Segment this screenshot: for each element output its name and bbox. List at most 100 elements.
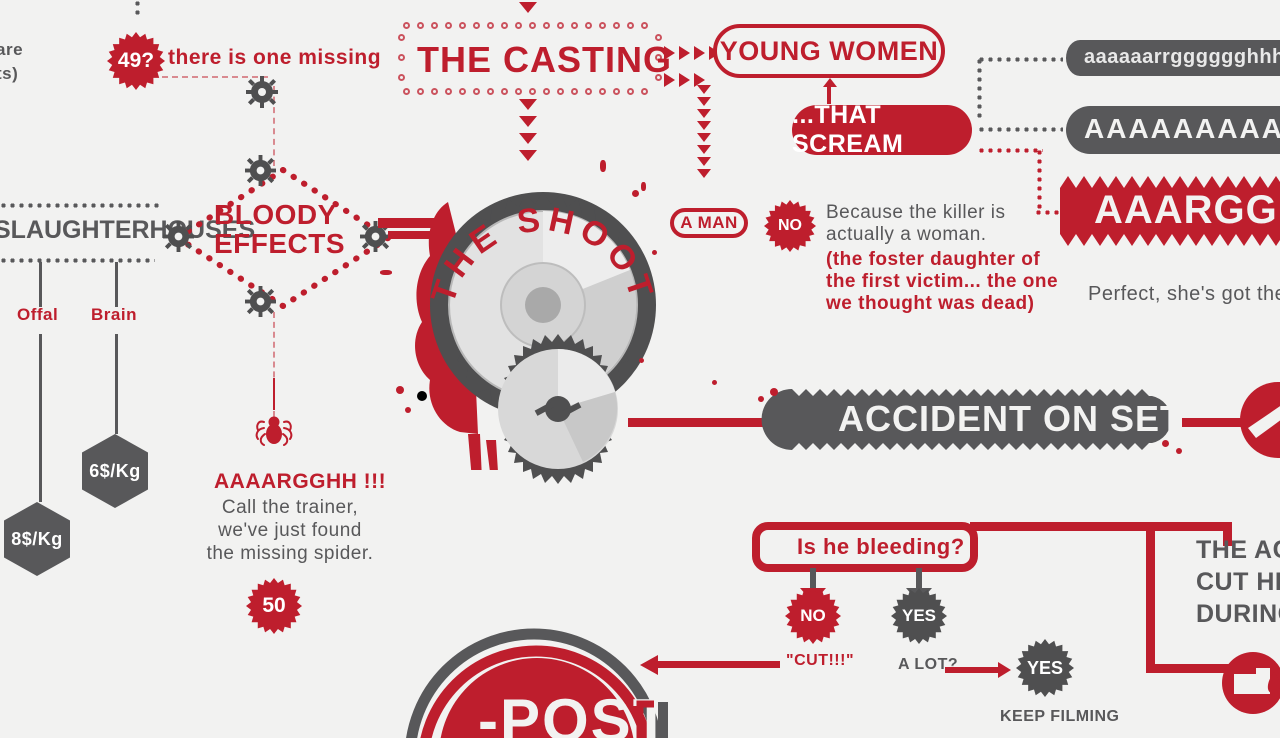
post-arrow-shaft bbox=[656, 661, 780, 668]
saw-blade-small bbox=[498, 334, 618, 484]
chevron-right-icon bbox=[694, 46, 705, 60]
slaughterhouses-top-border bbox=[0, 203, 162, 208]
badge-no-bleeding-label: NO bbox=[800, 606, 826, 625]
offal-stem-upper bbox=[39, 262, 42, 307]
bulb bbox=[599, 22, 606, 29]
clipped-left-text: are ts) bbox=[0, 38, 23, 86]
blood-splatter bbox=[380, 270, 392, 275]
bulb bbox=[613, 22, 620, 29]
chevron-down-icon bbox=[519, 133, 537, 144]
bulb bbox=[585, 22, 592, 29]
slaughterhouses-bottom-border bbox=[0, 258, 155, 263]
blood-splatter bbox=[758, 396, 764, 402]
dash-to-spider bbox=[273, 312, 275, 417]
bulb bbox=[398, 34, 405, 41]
chevron-right-icon bbox=[664, 46, 675, 60]
bloody-effects-line2: EFFECTS bbox=[214, 228, 346, 259]
a-lot-arrow-shaft bbox=[945, 667, 1001, 673]
bulb bbox=[543, 22, 550, 29]
bulb bbox=[585, 88, 592, 95]
bulb bbox=[473, 22, 480, 29]
spider-note-line2: we've just found bbox=[218, 520, 362, 541]
bloody-effects-title: BLOODY EFFECTS bbox=[214, 200, 345, 258]
bulb bbox=[613, 88, 620, 95]
spider-icon bbox=[255, 416, 293, 446]
bulb bbox=[417, 88, 424, 95]
bulb bbox=[459, 88, 466, 95]
no-reason-red-line2: the first victim... the one bbox=[826, 271, 1059, 292]
bulb bbox=[403, 22, 410, 29]
badge-50: 50 bbox=[246, 578, 302, 634]
brain-stem-upper bbox=[115, 262, 118, 307]
no-reason-line2: actually a woman. bbox=[826, 224, 987, 245]
scream-medium-label: AAAAAAAAAAAAAA bbox=[1084, 113, 1280, 144]
scream-weak-label: aaaaaarrgggggghhhhhhhh bbox=[1084, 46, 1280, 68]
bulb bbox=[501, 88, 508, 95]
bulb bbox=[403, 88, 410, 95]
casting-bulbs-left bbox=[398, 34, 405, 81]
dot-scream-strong-riser bbox=[1037, 148, 1042, 212]
blade-slash-icon bbox=[1248, 406, 1280, 438]
dot-scream-to-weak bbox=[977, 57, 1063, 62]
a-lot-label: A LOT? bbox=[898, 656, 959, 673]
bloody-effects-line1: BLOODY bbox=[214, 199, 337, 230]
actor-incident-line3: DURING A bbox=[1196, 600, 1280, 628]
bloody-effects-diamond bbox=[175, 167, 391, 309]
no-reason-line1: Because the killer is bbox=[826, 202, 1006, 223]
bulb bbox=[487, 88, 494, 95]
chevron-down-icon bbox=[519, 150, 537, 161]
accident-banner-label: ACCIDENT ON SET bbox=[838, 398, 1184, 439]
dot-scream-to-strong bbox=[977, 148, 1043, 153]
blood-splatter bbox=[600, 160, 606, 172]
gear-icon-diamond-bottom bbox=[245, 286, 276, 317]
blood-splatter bbox=[652, 250, 657, 255]
bulb bbox=[417, 22, 424, 29]
scream-strong-label: AAARGGHH bbox=[1094, 188, 1280, 232]
casting-arrow-young-women bbox=[664, 46, 720, 60]
bulb bbox=[459, 22, 466, 29]
dot-scream-weak-riser bbox=[977, 57, 982, 119]
chevron-down-icon bbox=[697, 109, 711, 118]
bulb bbox=[599, 88, 606, 95]
badge-yes-keep-filming-label: YES bbox=[1026, 657, 1064, 678]
chevron-right-icon bbox=[679, 46, 690, 60]
bulb bbox=[515, 22, 522, 29]
gear-icon-diamond-top bbox=[245, 155, 276, 186]
chevron-right-icon bbox=[664, 73, 675, 87]
casting-bulbs-right bbox=[655, 34, 662, 81]
no-reason-red-line1: (the foster daughter of bbox=[826, 249, 1041, 270]
badge-49-note: there is one missing bbox=[168, 46, 382, 69]
a-man-pill[interactable]: A MAN bbox=[670, 208, 748, 238]
actor-incident-line1: THE ACTOR bbox=[1196, 536, 1280, 564]
blood-streak-shoot-left bbox=[378, 218, 438, 228]
badge-no-casting: NO bbox=[764, 200, 816, 252]
bulb bbox=[473, 88, 480, 95]
chevron-down-icon bbox=[697, 133, 711, 142]
offal-price: 8$/Kg bbox=[11, 528, 63, 549]
bulb bbox=[571, 88, 578, 95]
cut-label: "CUT!!!" bbox=[786, 652, 855, 669]
bleeding-question-box[interactable] bbox=[752, 522, 978, 572]
bulb bbox=[529, 88, 536, 95]
scream-medium-banner: AAAAAAAAAAAAAA bbox=[1066, 106, 1280, 154]
young-women-pill[interactable]: YOUNG WOMEN bbox=[713, 24, 945, 78]
blood-splatter bbox=[1176, 448, 1182, 454]
casting-arrow-out bbox=[519, 99, 537, 161]
chevron-right-icon bbox=[694, 73, 705, 87]
no-reason-red-line3: we thought was dead) bbox=[826, 293, 1035, 314]
scream-strong-banner bbox=[1060, 176, 1280, 246]
chevron-down-icon bbox=[519, 99, 537, 110]
dash-49-to-gear bbox=[162, 76, 268, 78]
clipped-left-red-fragment bbox=[0, 0, 8, 23]
slaughterhouses-label: SLAUGHTERHOUSES bbox=[0, 216, 256, 244]
spider-note-line1: Call the trainer, bbox=[221, 497, 359, 518]
offal-label: Offal bbox=[17, 305, 59, 324]
that-scream-pill[interactable]: ...THAT SCREAM bbox=[792, 101, 972, 158]
bleeding-rail-right-down bbox=[1146, 522, 1155, 672]
bulb bbox=[431, 22, 438, 29]
offal-price-hex: 8$/Kg bbox=[4, 502, 70, 576]
blood-splatter bbox=[712, 380, 717, 385]
chevron-right-icon bbox=[679, 73, 690, 87]
spider-scream: AAAARGGHH !!! bbox=[214, 470, 387, 493]
